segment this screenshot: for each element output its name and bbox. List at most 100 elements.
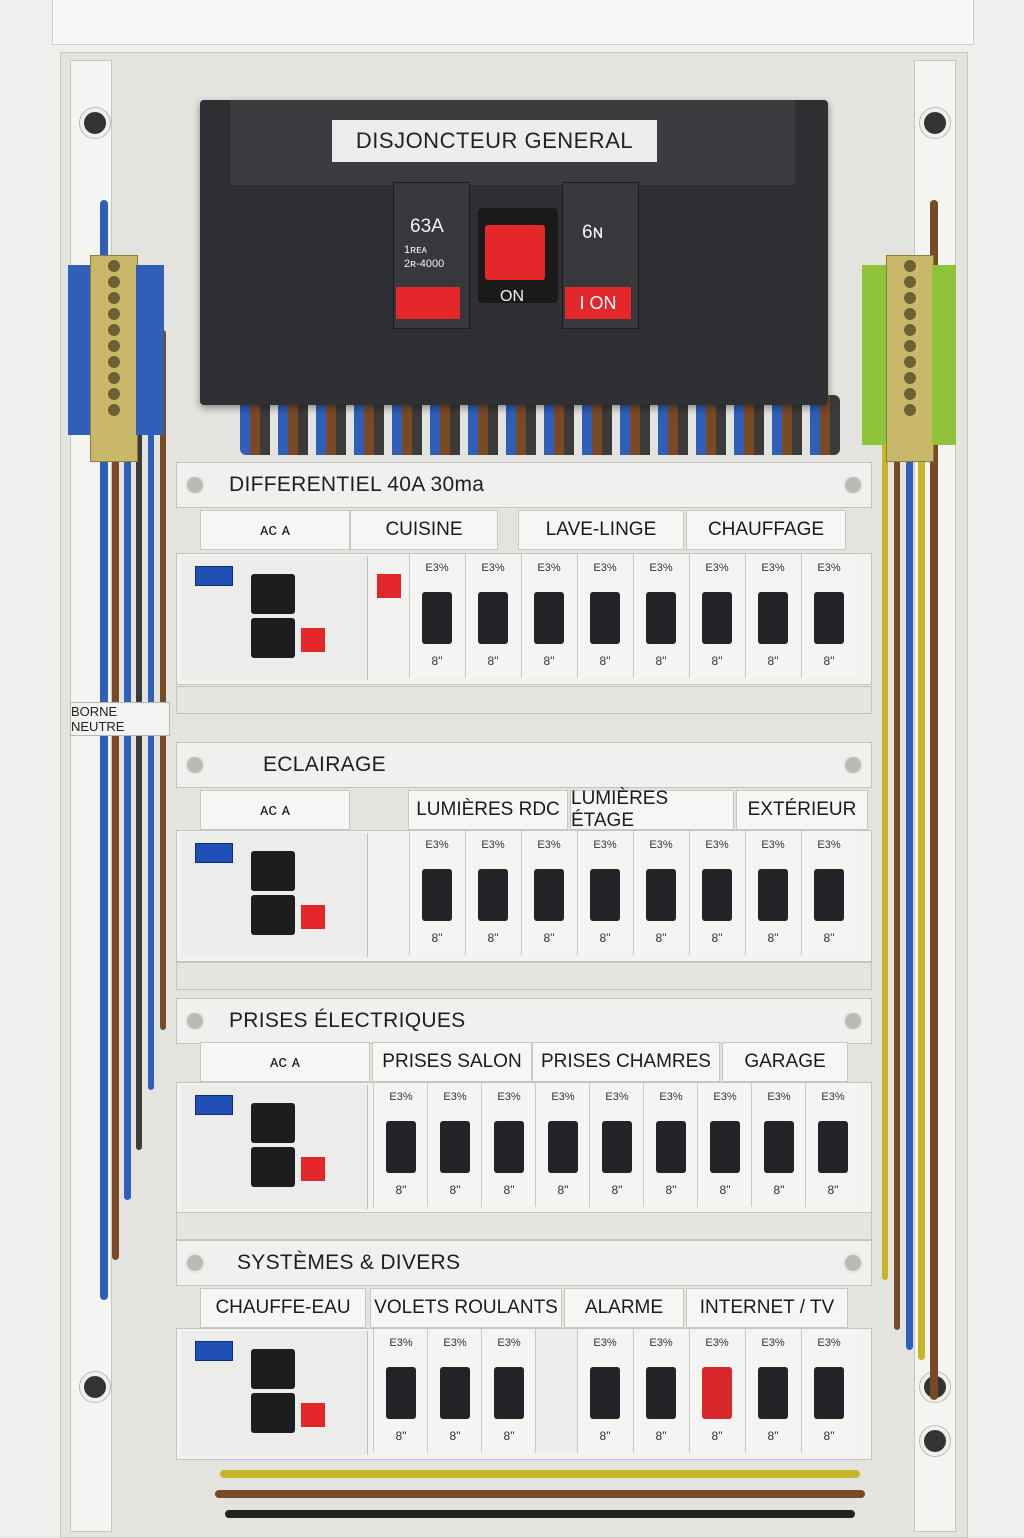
breaker[interactable]: E3%8" [577,1329,632,1453]
main-switch-lever[interactable] [485,225,545,280]
breaker-toggle[interactable] [764,1121,794,1173]
breaker-toggle[interactable] [440,1367,470,1419]
breaker-rating: 8" [543,654,555,668]
breaker-toggle[interactable] [646,592,676,644]
breaker-toggle[interactable] [386,1367,416,1419]
breaker-toggle[interactable] [478,869,508,921]
breaker[interactable]: E3%8" [633,554,688,678]
breaker-caption: E3% [389,1091,413,1103]
mounting-hole [920,108,950,138]
rcd-toggle[interactable] [251,895,295,935]
breaker[interactable]: E3%8" [801,554,856,678]
breaker[interactable]: E3%8" [481,1329,536,1453]
breaker-toggle[interactable] [534,869,564,921]
breaker-toggle[interactable] [814,869,844,921]
breaker[interactable]: E3%8" [745,554,800,678]
breaker[interactable]: E3%8" [689,1329,744,1453]
row-1-label-lave-linge: LAVE-LINGE [518,510,684,550]
breaker-toggle[interactable] [814,1367,844,1419]
breaker[interactable]: E3%8" [697,1083,752,1207]
breaker[interactable]: E3%8" [535,1083,590,1207]
test-button[interactable] [195,1095,233,1115]
rcd-trip-flag [301,628,325,652]
rcd-toggle[interactable] [251,618,295,658]
breaker[interactable]: E3% 8" [373,1083,428,1207]
breaker-toggle[interactable] [710,1121,740,1173]
breaker-toggle[interactable] [422,592,452,644]
breaker-toggle[interactable] [758,869,788,921]
breaker[interactable]: E3%8" [589,1083,644,1207]
breaker-toggle[interactable] [656,1121,686,1173]
breaker[interactable]: E3%8" [481,1083,536,1207]
breaker[interactable]: E3%8" [577,831,632,955]
breaker[interactable]: E3%8" [427,1329,482,1453]
breaker-toggle[interactable] [702,869,732,921]
breaker[interactable]: E3%8" [745,831,800,955]
breaker[interactable]: E3%8" [689,554,744,678]
breaker-toggle[interactable] [386,1121,416,1173]
rcd-toggle[interactable] [251,1393,295,1433]
breaker-toggle[interactable] [814,592,844,644]
breaker[interactable]: E3%8" [801,1329,856,1453]
breaker[interactable]: E3%8" [373,1329,428,1453]
breaker[interactable]: E3%8" [521,554,576,678]
test-button[interactable] [195,843,233,863]
rcd-toggle[interactable] [251,1349,295,1389]
breaker-caption: E3% [817,562,841,574]
breaker[interactable]: E3%8" [521,831,576,955]
breaker-toggle[interactable] [758,1367,788,1419]
breaker[interactable]: E3%8" [427,1083,482,1207]
breaker-rating: 8" [395,1183,407,1197]
breaker[interactable]: E3%8" [745,1329,800,1453]
rcd-trip-flag [301,1157,325,1181]
breaker[interactable]: E3%8" [409,831,464,955]
breaker-toggle[interactable] [548,1121,578,1173]
rcd-toggle[interactable] [251,851,295,891]
breaker-toggle[interactable] [494,1367,524,1419]
rcd-toggle[interactable] [251,1103,295,1143]
breaker[interactable]: E3%8" [633,831,688,955]
breaker-toggle[interactable] [590,869,620,921]
breaker-caption: E3% [593,1337,617,1349]
breaker-toggle[interactable] [646,869,676,921]
breaker-toggle[interactable] [478,592,508,644]
breaker-toggle[interactable] [494,1121,524,1173]
breaker-rating: 8" [503,1183,515,1197]
breaker[interactable]: E3%8" [577,554,632,678]
row-2-label-exterieur: EXTÉRIEUR [736,790,868,830]
row-3-labels: ᴀc ᴀ PRISES SALON PRISES CHAMRES GARAGE [176,1042,870,1082]
breaker-rating: 8" [823,931,835,945]
breaker[interactable]: E3%8" [801,831,856,955]
breaker-toggle[interactable] [702,592,732,644]
breaker[interactable]: E3%8" [465,554,520,678]
breaker-toggle[interactable] [818,1121,848,1173]
breaker[interactable]: E3%8" [633,1329,688,1453]
rcd-toggle[interactable] [251,1147,295,1187]
breaker-rating: 8" [773,1183,785,1197]
breaker[interactable]: E3%8" [643,1083,698,1207]
breaker-toggle-tripped[interactable] [702,1367,732,1419]
breaker-toggle[interactable] [440,1121,470,1173]
breaker-toggle[interactable] [590,1367,620,1419]
test-button[interactable] [195,566,233,586]
breaker[interactable]: E3%8" [805,1083,860,1207]
breaker-rating: 8" [711,654,723,668]
test-button[interactable] [195,1341,233,1361]
breaker-toggle[interactable] [646,1367,676,1419]
breaker[interactable]: E3%8" [751,1083,806,1207]
breaker[interactable]: E3%8" [465,831,520,955]
breaker-toggle[interactable] [758,592,788,644]
breaker-toggle[interactable] [602,1121,632,1173]
left-rating: 63A [410,216,444,237]
row-1-label-type: ᴀc ᴀ [200,510,350,550]
left-small-2: 2ʀ-4000 [404,258,445,270]
breaker-toggle[interactable] [590,592,620,644]
breaker-toggle[interactable] [422,869,452,921]
breaker[interactable]: E3%8" [409,554,464,678]
breaker-rating: 8" [767,1429,779,1443]
breaker-toggle[interactable] [534,592,564,644]
breaker-caption: E3% [821,1091,845,1103]
rcd-toggle[interactable] [251,574,295,614]
row-3-label-prises-salon: PRISES SALON [372,1042,532,1082]
breaker[interactable]: E3%8" [689,831,744,955]
